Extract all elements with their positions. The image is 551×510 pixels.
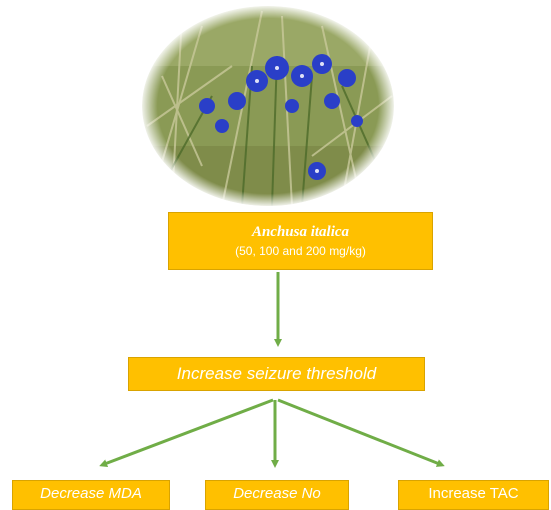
no-label: Decrease No bbox=[233, 485, 321, 502]
arrow-to-mda bbox=[99, 398, 274, 467]
anchusa-italica-box: Anchusa italica (50, 100 and 200 mg/kg) bbox=[168, 212, 433, 270]
mda-label: Decrease MDA bbox=[40, 485, 142, 502]
seizure-threshold-box: Increase seizure threshold bbox=[128, 357, 425, 391]
arrow-to-tac bbox=[277, 398, 445, 467]
seizure-label: Increase seizure threshold bbox=[176, 364, 377, 383]
increase-tac-box: Increase TAC bbox=[398, 480, 549, 510]
decrease-mda-box: Decrease MDA bbox=[12, 480, 170, 510]
tac-label: Increase TAC bbox=[428, 485, 519, 502]
dose-label: (50, 100 and 200 mg/kg) bbox=[235, 244, 366, 258]
plant-name: Anchusa italica bbox=[251, 224, 350, 240]
decrease-no-box: Decrease No bbox=[205, 480, 349, 510]
